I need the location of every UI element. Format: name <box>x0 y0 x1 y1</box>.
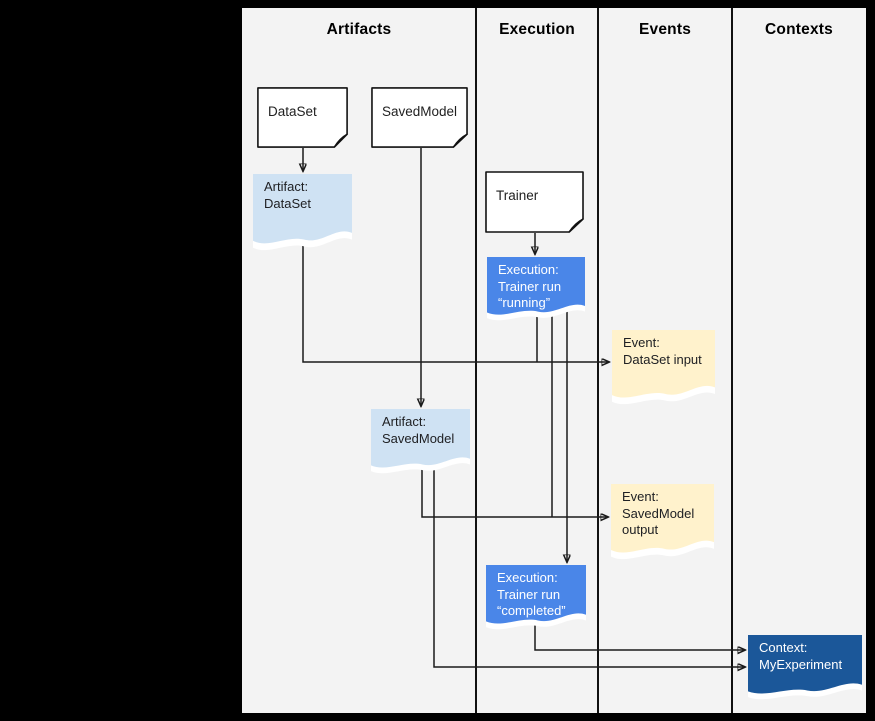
node-event-savedmodel-output: Event: SavedModel output <box>611 484 714 560</box>
node-context-myexperiment: Context: MyExperiment <box>748 635 862 700</box>
node-execution-completed: Execution: Trainer run “completed” <box>486 565 586 630</box>
node-label: Execution: Trainer run “running” <box>498 262 562 310</box>
column-header-artifacts: Artifacts <box>326 21 392 38</box>
node-label: SavedModel <box>382 103 458 119</box>
node-label: Context: MyExperiment <box>759 640 843 672</box>
wave-shape <box>748 635 862 700</box>
column-divider-events-contexts <box>731 8 733 713</box>
node-savedmodel-type: SavedModel <box>371 87 468 148</box>
wave-shape <box>486 565 586 630</box>
node-label: Execution: Trainer run “completed” <box>497 570 566 618</box>
node-artifact-savedmodel: Artifact: SavedModel <box>371 409 470 474</box>
node-label: DataSet <box>268 103 317 119</box>
document-shape <box>371 87 468 148</box>
wave-shape <box>371 409 470 474</box>
node-label: Event: SavedModel output <box>622 489 695 537</box>
node-dataset-type: DataSet <box>257 87 348 148</box>
column-header-execution: Execution <box>499 21 575 38</box>
column-header-contexts: Contexts <box>765 21 833 38</box>
wave-shape <box>487 257 585 321</box>
node-label: Artifact: DataSet <box>264 179 311 211</box>
node-label: Artifact: SavedModel <box>382 414 455 446</box>
column-divider-execution-events <box>597 8 599 713</box>
node-event-dataset-input: Event: DataSet input <box>612 330 715 405</box>
wave-shape <box>253 174 352 251</box>
node-label: Event: DataSet input <box>623 335 702 367</box>
node-trainer-type: Trainer <box>485 171 584 233</box>
diagram-canvas: Artifacts Execution Events Contexts Data… <box>242 8 866 713</box>
wave-shape <box>612 330 715 405</box>
node-label: Trainer <box>496 188 539 203</box>
node-execution-running: Execution: Trainer run “running” <box>487 257 585 321</box>
document-shape <box>257 87 348 148</box>
node-artifact-dataset: Artifact: DataSet <box>253 174 352 251</box>
column-header-events: Events <box>638 21 692 38</box>
document-shape <box>485 171 584 233</box>
connector-lines <box>242 148 866 713</box>
wave-shape <box>611 484 714 560</box>
column-divider-artifacts-execution <box>475 8 477 713</box>
